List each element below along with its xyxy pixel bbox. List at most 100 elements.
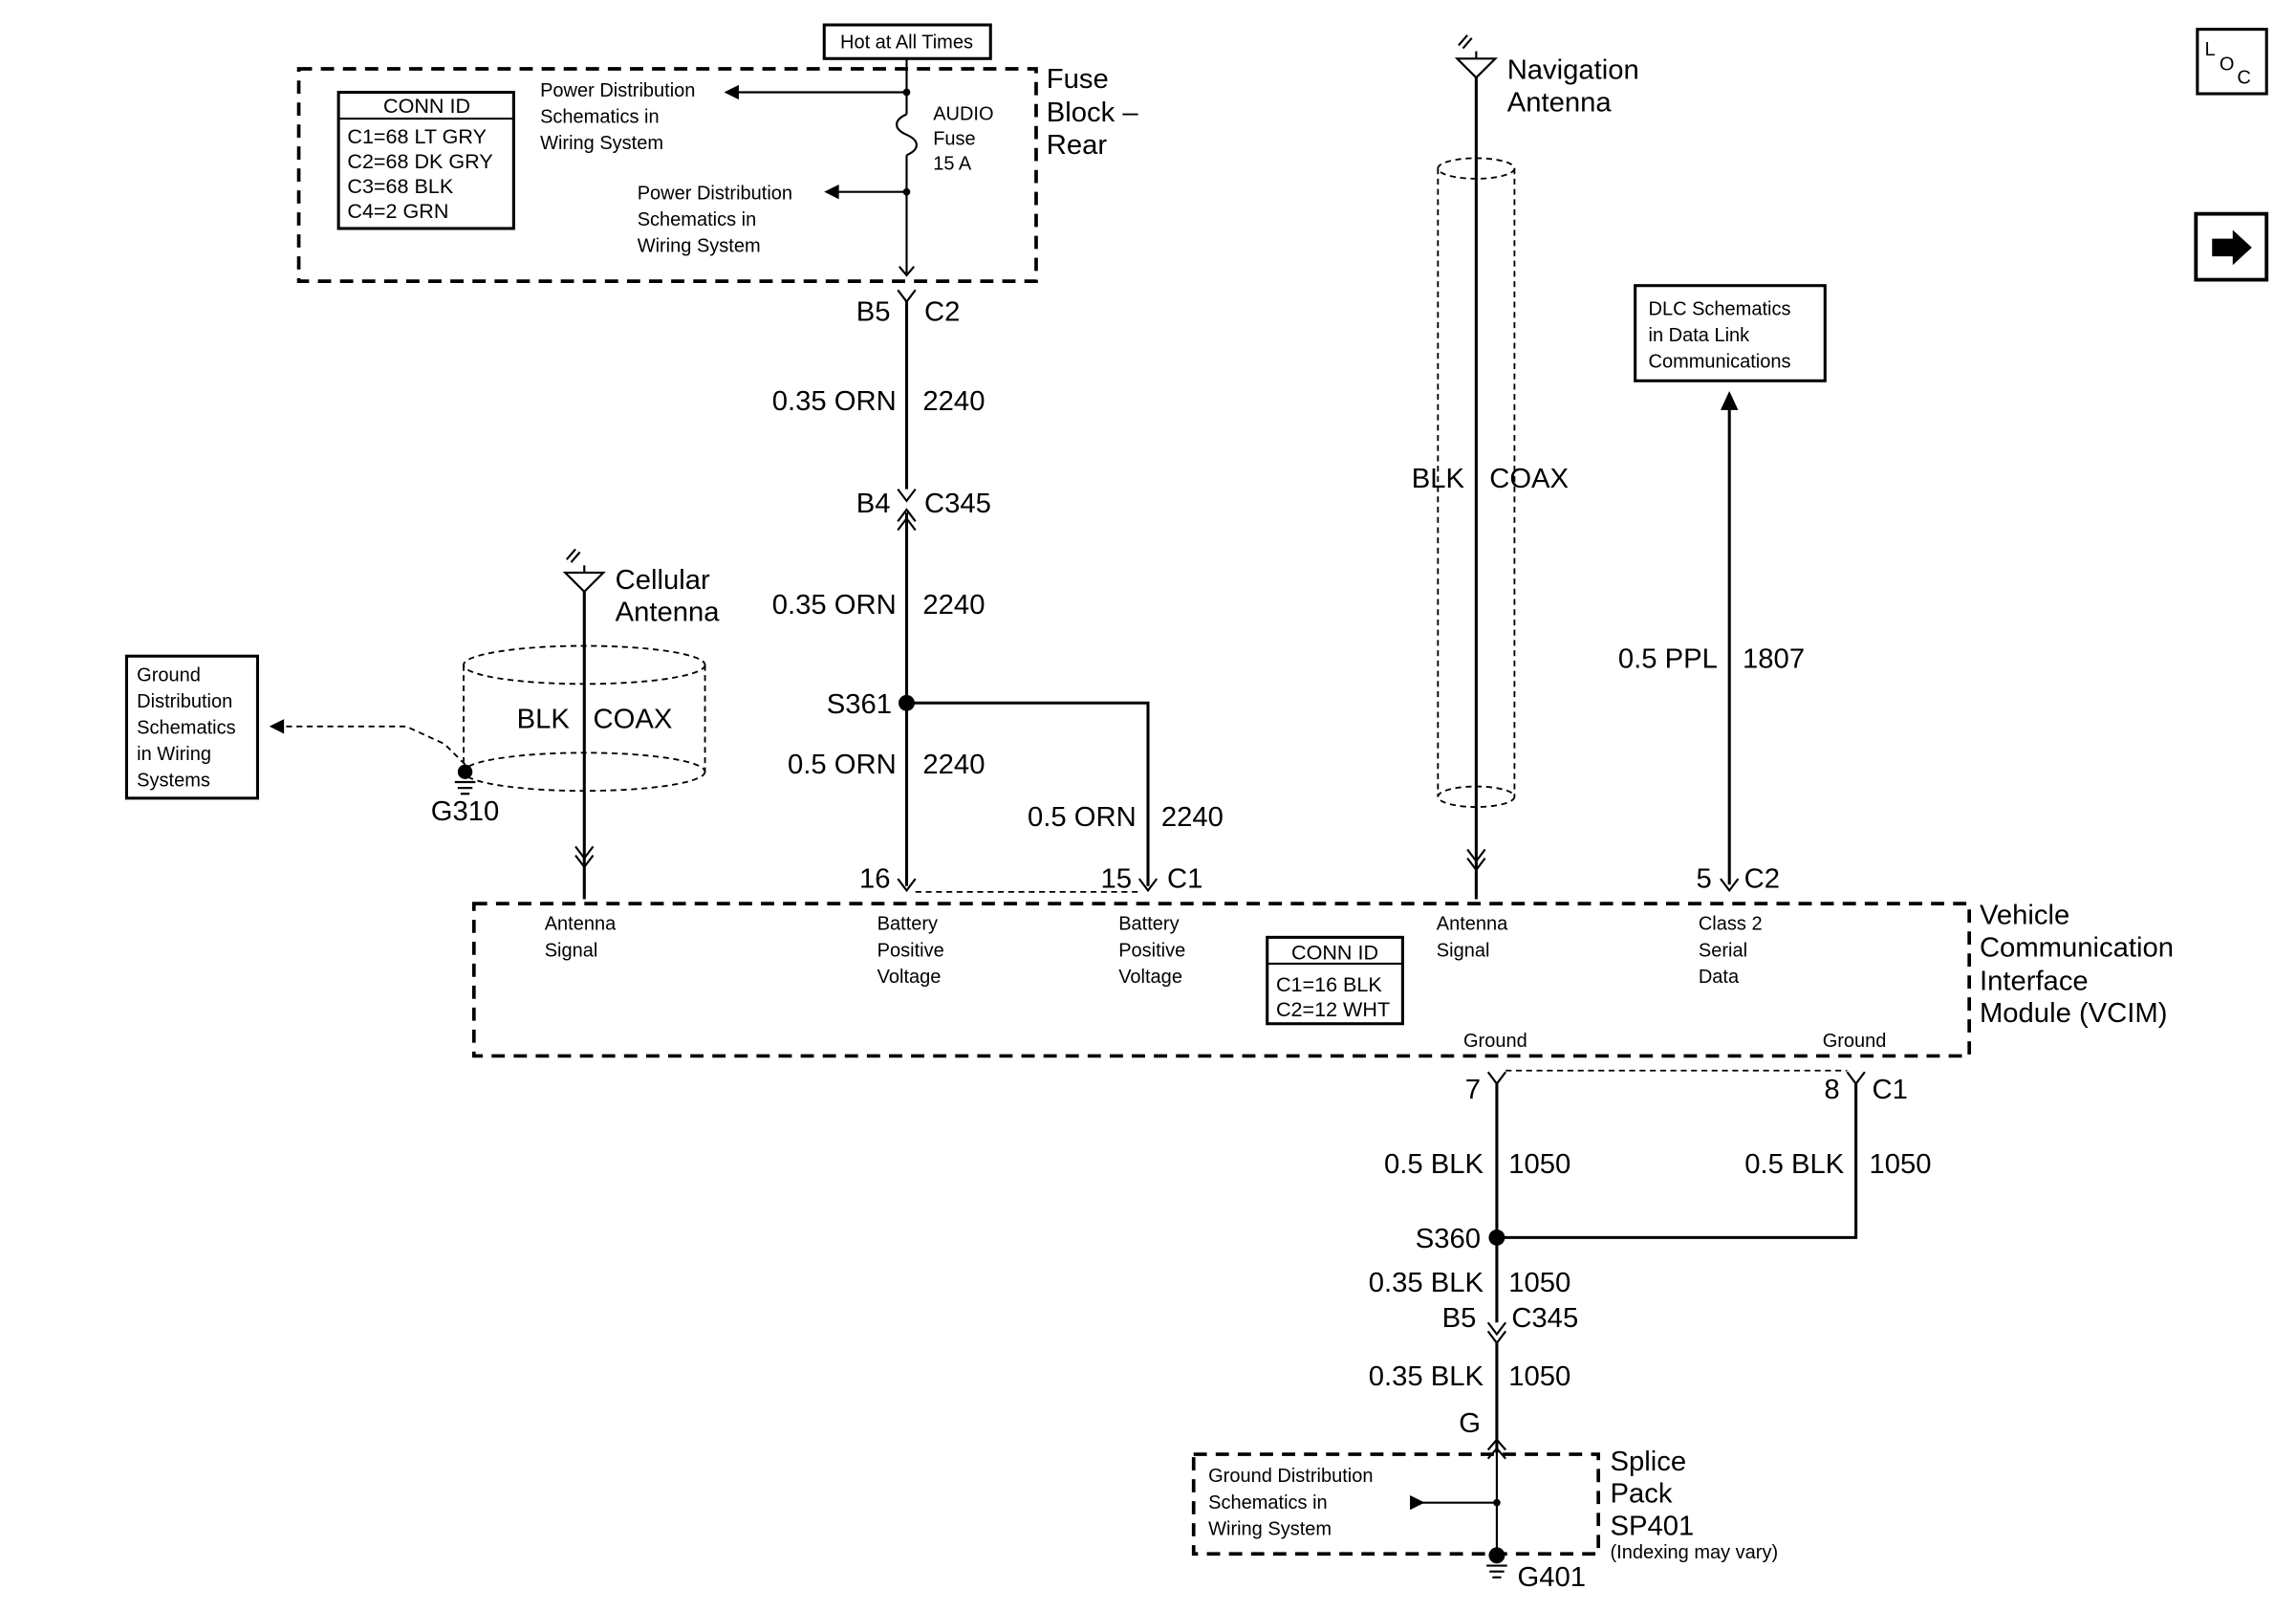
vcim-title: Interface (1980, 967, 2089, 997)
wire-circuit: 1050 (1508, 1361, 1570, 1392)
wire-1050-branch (1496, 1083, 1858, 1239)
connector-chevron-icon (1486, 1438, 1506, 1451)
connector-chevron-icon (574, 854, 595, 869)
wire-circuit: 2240 (922, 386, 985, 417)
loc-button-frame[interactable] (2196, 28, 2268, 96)
vcim-terminal-label: Voltage (877, 967, 942, 988)
hot-at-all-times-label: Hot at All Times (840, 33, 973, 54)
connector-pin: B5 (1442, 1303, 1477, 1334)
connector-chevron-icon (897, 508, 917, 522)
vcim-pin: 5 (1696, 863, 1711, 894)
connector-fork-icon (1720, 878, 1740, 893)
fuse-block-outline (296, 67, 1038, 283)
connector-chevron-icon (898, 266, 916, 277)
vcim-conn-id-box (1266, 935, 1404, 1026)
connector-chevron-icon (574, 845, 595, 860)
vcim-title: Communication (1980, 932, 2174, 963)
next-button-frame[interactable] (2194, 211, 2269, 282)
connector-chevron-icon (1466, 858, 1486, 872)
fuse-label-line: AUDIO (933, 104, 993, 125)
fuse-label-line: 15 A (933, 154, 972, 175)
vcim-module: Vehicle Communication Interface Module (… (471, 863, 2174, 1105)
splice-pack-pin: G (1459, 1408, 1481, 1439)
vcim-pin: 8 (1824, 1075, 1839, 1105)
vcim-terminal-label: Positive (877, 940, 944, 961)
splice-pack-title: SP401 (1610, 1511, 1694, 1541)
antenna-icon (562, 548, 606, 594)
power-dist-ref-1-line: Schematics in (540, 107, 660, 128)
dlc-ref-line: in Data Link (1649, 325, 1750, 346)
arrow-left-icon (269, 719, 285, 734)
wire-2240-branch (906, 701, 1150, 886)
ground-dist-ref-box: Ground Distribution Schematics in Wiring… (124, 654, 259, 800)
fuse-node (902, 187, 911, 196)
wire-size: 0.35 ORN (772, 386, 897, 417)
ground-dist-ref-line: Ground (137, 664, 201, 686)
wire-size: 0.5 BLK (1384, 1149, 1484, 1180)
dlc-ref-box: DLC Schematics in Data Link Communicatio… (1634, 284, 1827, 382)
fuse-icon (896, 113, 918, 157)
cable-color: BLK (517, 704, 571, 734)
vcim-terminal-label: Class 2 (1699, 914, 1763, 935)
vcim-connector-id: C1 (1873, 1075, 1908, 1105)
antenna-icon (1454, 34, 1498, 79)
vcim-terminal-label: Battery (1118, 914, 1179, 935)
wire-size: 0.35 BLK (1369, 1361, 1484, 1392)
vcim-outline (471, 902, 1972, 1058)
splice-pack: G Ground Distribution Schematics in Wiri… (1191, 1408, 1778, 1593)
splice-pack-title: Pack (1610, 1479, 1672, 1510)
vcim-pin: 15 (1101, 863, 1133, 894)
splice-s360-label: S360 (1416, 1224, 1481, 1254)
loc-button[interactable]: L O C (2196, 28, 2268, 96)
vcim-terminal-label: Battery (877, 914, 938, 935)
wire-circuit: 2240 (922, 590, 985, 620)
vcim-connector-id: C1 (1167, 863, 1202, 894)
ground-g310-dot (457, 764, 473, 779)
ground-icon (1486, 1564, 1507, 1578)
fuse-conn-id-line: C1=68 LT GRY (347, 125, 487, 148)
splice-pack-title: Splice (1610, 1447, 1686, 1477)
vcim-terminal-label: Data (1699, 967, 1740, 988)
wire-size: 0.35 BLK (1369, 1268, 1484, 1298)
connector-pin: B4 (856, 489, 891, 519)
connector-id: C2 (924, 297, 960, 328)
next-button[interactable] (2194, 211, 2269, 282)
cellular-antenna-label: Antenna (616, 598, 721, 628)
connector-chevron-icon (1486, 1321, 1507, 1337)
arrow-right-icon (1410, 1494, 1425, 1511)
arrow-right-icon (2212, 229, 2252, 266)
ground-dist-ref-line: in Wiring (137, 744, 211, 765)
vcim-terminal-label: Voltage (1118, 967, 1182, 988)
fuse-label-line: Fuse (933, 129, 975, 150)
connector-b5-c2: B5 C2 (856, 289, 960, 328)
power-dist-ref-1-line: Power Distribution (540, 80, 695, 101)
vcim-pin: 7 (1465, 1075, 1481, 1105)
nav-antenna-label: Navigation (1507, 55, 1639, 86)
vcim-ground-label: Ground (1463, 1031, 1527, 1052)
wire-circuit: 2240 (1161, 802, 1224, 833)
connector-fork-icon (897, 878, 917, 893)
wire-size: 0.5 BLK (1744, 1149, 1845, 1180)
connector-chevron-icon (897, 488, 917, 503)
arrow-up-icon (1720, 390, 1739, 410)
splice-pack-node (1493, 1498, 1501, 1507)
ground-icon (454, 780, 476, 795)
cable-type: COAX (594, 704, 673, 734)
cellular-antenna-label: Cellular (616, 565, 710, 596)
vcim-ground-label: Ground (1823, 1031, 1887, 1052)
fuse-block-title-2: Block – (1047, 98, 1139, 128)
wire-circuit: 1050 (1869, 1149, 1931, 1180)
vcim-connector-id: C2 (1744, 863, 1780, 894)
ground-dist-ref-line: Schematics (137, 717, 235, 738)
ground-dist-ref-outline (124, 654, 259, 800)
fuse-conn-id-line: C3=68 BLK (347, 175, 454, 198)
fuse-block: Hot at All Times Fuse Block – Rear CONN … (296, 23, 1139, 283)
vcim-conn-id-line: C2=12 WHT (1276, 998, 1390, 1021)
ground-g401-label: G401 (1517, 1562, 1586, 1593)
connector-fork-icon (1137, 878, 1159, 893)
ground-g401-dot (1488, 1547, 1505, 1564)
power-dist-ref-2-line: Schematics in (638, 209, 757, 230)
ground-g310-label: G310 (431, 796, 500, 827)
connector-id: C345 (1511, 1303, 1578, 1334)
